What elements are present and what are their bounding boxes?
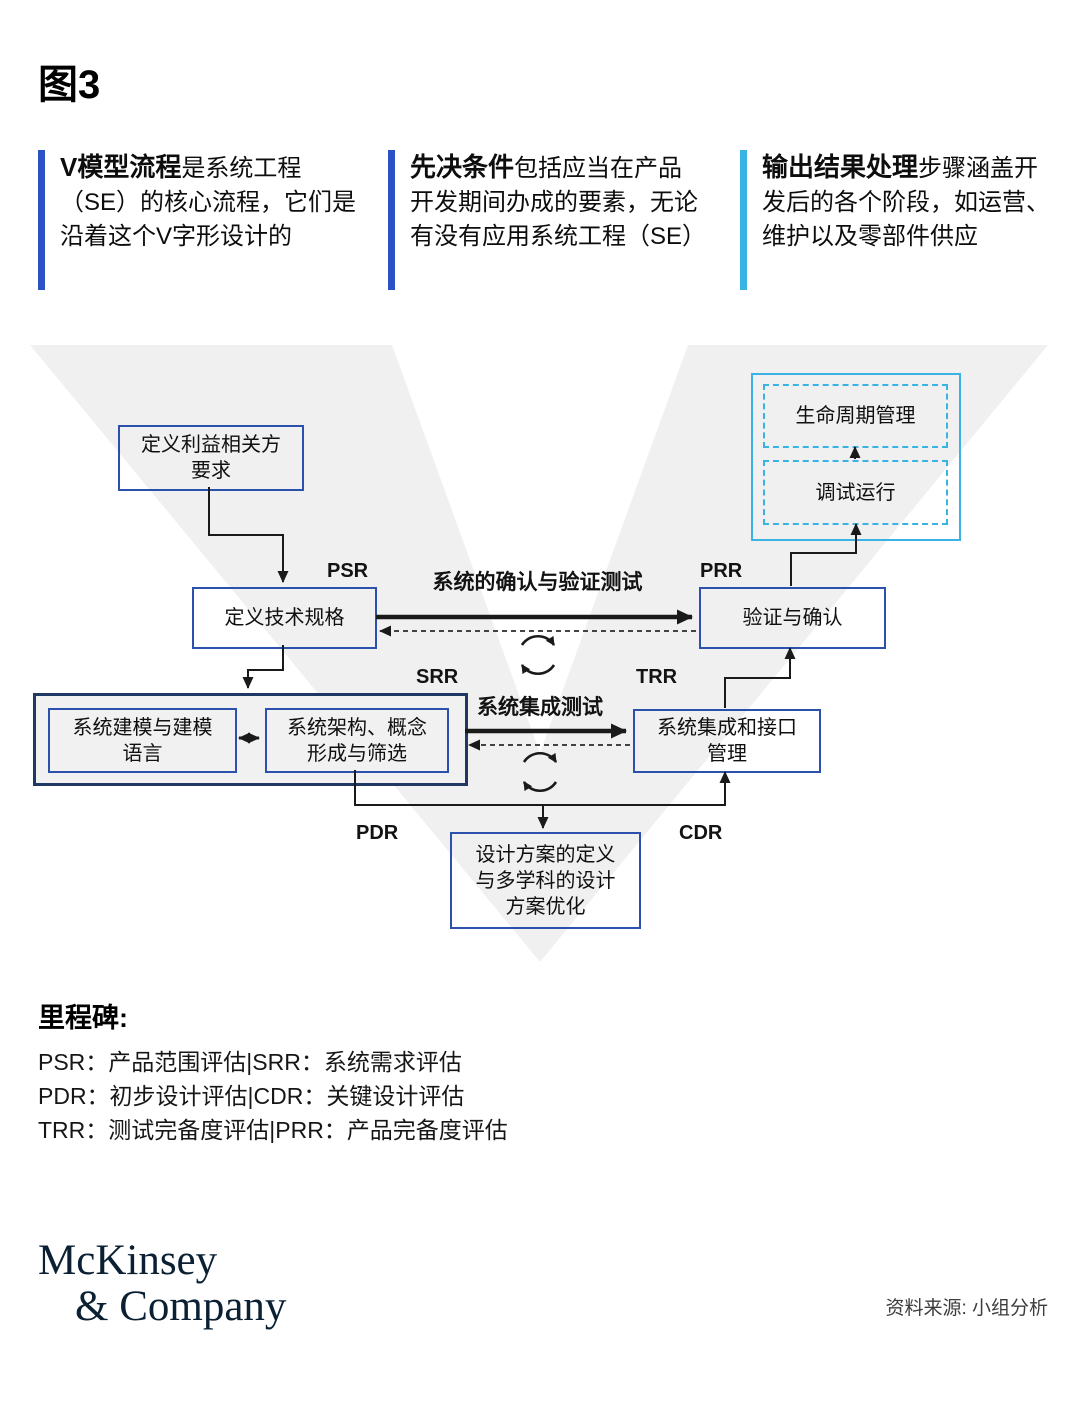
label-system-integration-test: 系统集成测试 xyxy=(477,696,603,719)
milestone-prr: PRR xyxy=(700,560,743,582)
box-label: 调试运行 xyxy=(815,481,896,504)
box-integration-interface: 系统集成和接口 管理 xyxy=(633,709,821,773)
iteration-cycle-icon xyxy=(522,752,558,792)
mckinsey-logo: McKinsey & Company xyxy=(38,1238,286,1330)
box-stakeholder-requirements: 定义利益相关方 要求 xyxy=(118,425,304,491)
milestone-srr: SRR xyxy=(416,666,459,688)
box-label: 生命周期管理 xyxy=(795,405,916,427)
milestones-legend: 里程碑: PSR：产品范围评估|SRR：系统需求评估 PDR：初步设计评估|CD… xyxy=(38,996,508,1147)
iteration-cycle-icon xyxy=(520,635,556,675)
box-label: 系统建模与建模 语言 xyxy=(72,716,213,765)
box-verification-validation: 验证与确认 xyxy=(699,587,886,649)
source-note: 资料来源: 小组分析 xyxy=(885,1298,1048,1319)
box-system-modeling: 系统建模与建模 语言 xyxy=(48,708,237,773)
legend-line: PSR：产品范围评估|SRR：系统需求评估 xyxy=(38,1049,462,1075)
box-label: 验证与确认 xyxy=(742,607,843,629)
figure-number: 图3 xyxy=(38,63,101,107)
intro-lead: 先决条件 xyxy=(410,152,515,182)
intro-text: 先决条件包括应当在产品开发期间办成的要素，无论有没有应用系统工程（SE） xyxy=(410,150,706,290)
legend-line: PDR：初步设计评估|CDR：关键设计评估 xyxy=(38,1083,465,1109)
legend-title: 里程碑: xyxy=(38,1003,128,1033)
intro-lead: 输出结果处理 xyxy=(762,152,919,182)
box-label: 定义技术规格 xyxy=(224,607,345,629)
intro-rest: 步骤涵盖开发后的各个阶段，如运营、维护以及零部件供应 xyxy=(762,155,1050,250)
box-label: 系统集成和接口 管理 xyxy=(657,717,797,765)
milestone-trr: TRR xyxy=(636,666,678,688)
accent-bar-blue xyxy=(38,150,45,290)
intro-block-output: 输出结果处理步骤涵盖开发后的各个阶段，如运营、维护以及零部件供应 xyxy=(740,150,1054,290)
milestone-cdr: CDR xyxy=(679,822,723,844)
milestone-pdr: PDR xyxy=(356,822,399,844)
logo-line1: McKinsey xyxy=(38,1237,218,1284)
box-lifecycle-management: 生命周期管理 xyxy=(763,384,948,448)
intro-text: 输出结果处理步骤涵盖开发后的各个阶段，如运营、维护以及零部件供应 xyxy=(762,150,1054,290)
intro-block-vmodel: V模型流程是系统工程（SE）的核心流程，它们是沿着这个V字形设计的 xyxy=(38,150,362,290)
milestone-psr: PSR xyxy=(327,560,369,582)
intro-rest: 包括应当在产品开发期间办成的要素，无论有没有应用系统工程（SE） xyxy=(410,155,707,250)
legend-line: TRR：测试完备度评估|PRR：产品完备度评估 xyxy=(38,1117,508,1143)
accent-bar-blue xyxy=(388,150,395,290)
box-commissioning: 调试运行 xyxy=(763,460,948,525)
intro-text: V模型流程是系统工程（SE）的核心流程，它们是沿着这个V字形设计的 xyxy=(60,150,362,290)
box-label: 定义利益相关方 要求 xyxy=(141,434,281,482)
intro-rest: 是系统工程（SE）的核心流程，它们是沿着这个V字形设计的 xyxy=(60,155,357,250)
box-label: 系统架构、概念 形成与筛选 xyxy=(287,716,427,765)
intro-block-prerequisites: 先决条件包括应当在产品开发期间办成的要素，无论有没有应用系统工程（SE） xyxy=(388,150,706,290)
label-validation-verification-test: 系统的确认与验证测试 xyxy=(432,571,643,594)
box-label: 设计方案的定义 与多学科的设计 方案优化 xyxy=(475,843,616,918)
box-technical-specs: 定义技术规格 xyxy=(192,587,377,649)
accent-bar-cyan xyxy=(740,150,747,290)
intro-lead: V模型流程 xyxy=(60,152,182,182)
box-design-definition: 设计方案的定义 与多学科的设计 方案优化 xyxy=(450,832,641,929)
box-system-architecture: 系统架构、概念 形成与筛选 xyxy=(265,708,449,773)
logo-line2: & Company xyxy=(75,1283,287,1330)
